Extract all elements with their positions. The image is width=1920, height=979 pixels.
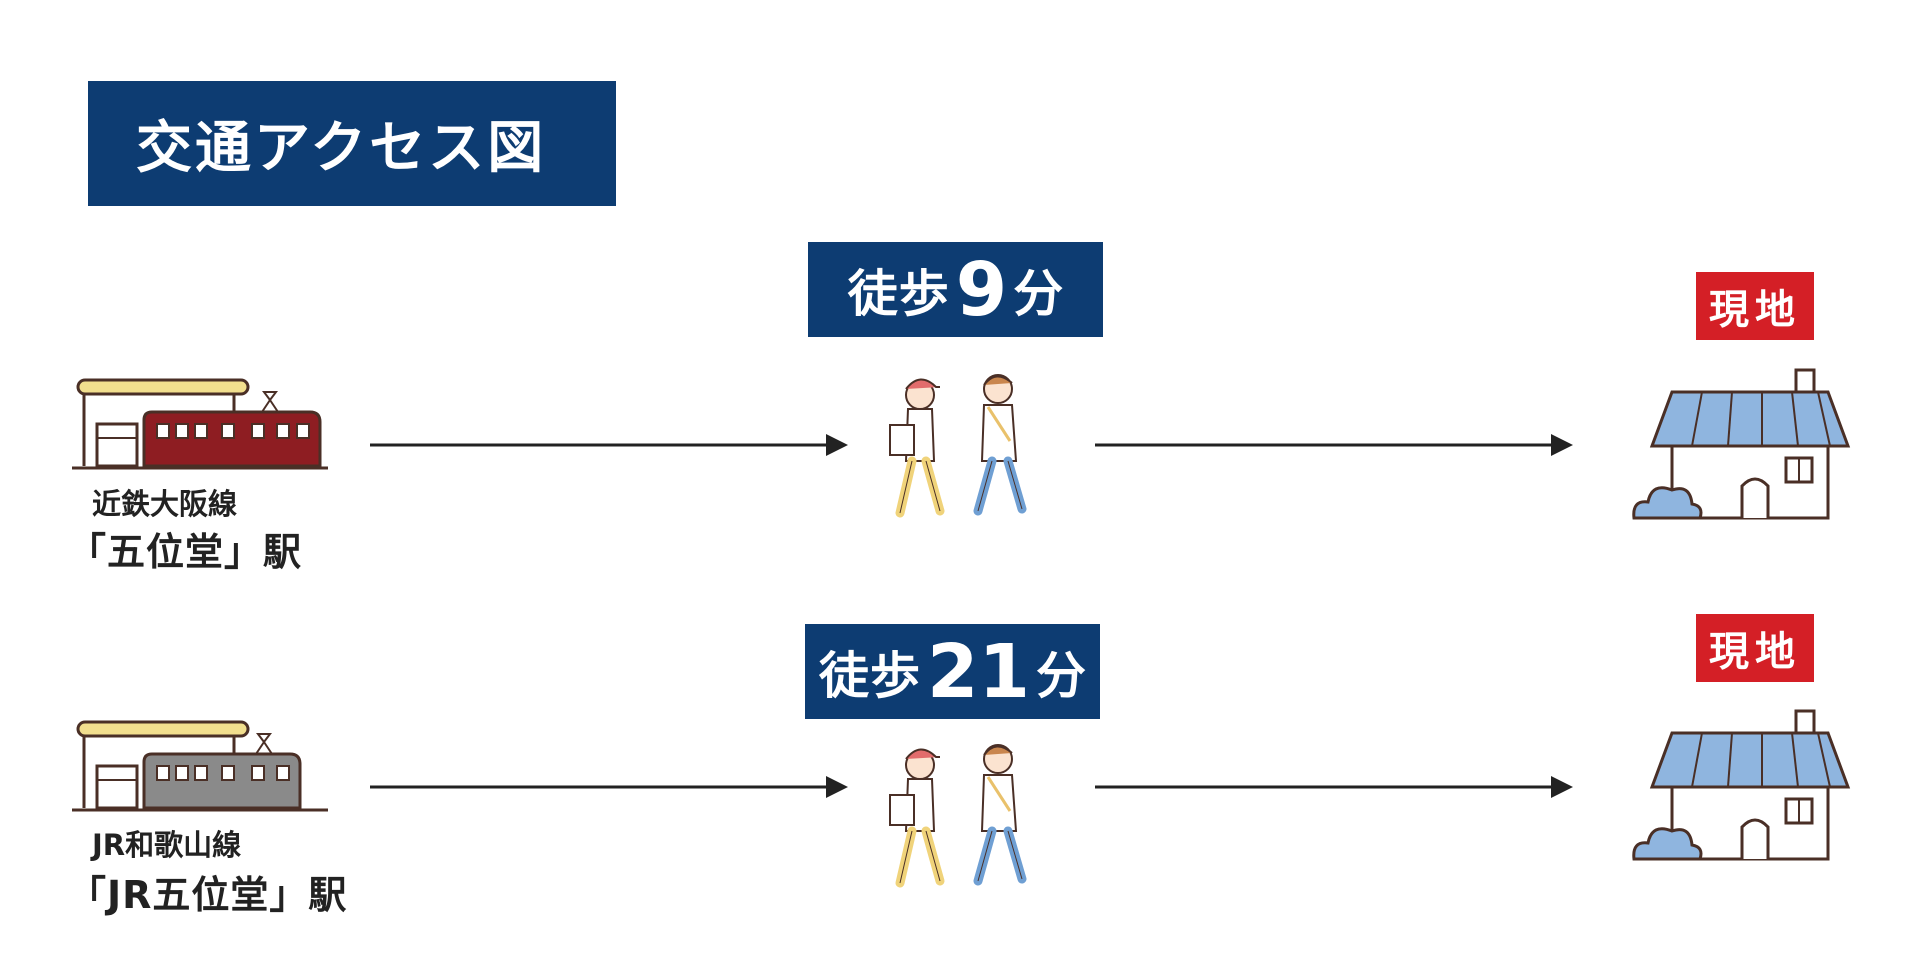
walk-prefix: 徒歩 <box>847 264 950 323</box>
station-train-icon <box>72 720 328 812</box>
arrow-right-icon <box>1095 434 1573 456</box>
arrow-right-icon <box>370 776 848 798</box>
walk-time-badge: 徒歩 9 分 <box>808 242 1103 337</box>
destination-label: 現地 <box>1709 629 1801 675</box>
destination-label: 現地 <box>1709 287 1801 333</box>
walk-unit: 分 <box>1013 264 1064 323</box>
destination-badge: 現地 <box>1696 272 1814 340</box>
line-name: 近鉄大阪線 <box>92 487 238 521</box>
page-title: 交通アクセス図 <box>88 81 616 206</box>
station-train-icon <box>72 378 328 470</box>
walking-people-icon <box>889 374 1027 518</box>
house-icon <box>1632 709 1851 861</box>
walk-unit: 分 <box>1035 646 1086 705</box>
walk-prefix: 徒歩 <box>819 646 921 705</box>
station-name: 「五位堂」駅 <box>68 530 303 574</box>
page-title-text: 交通アクセス図 <box>136 116 547 181</box>
walk-time-badge: 徒歩 21 分 <box>805 624 1100 719</box>
line-name: JR和歌山線 <box>92 828 242 862</box>
arrow-right-icon <box>370 434 848 456</box>
walk-minutes: 21 <box>927 628 1030 715</box>
destination-badge: 現地 <box>1696 614 1814 682</box>
station-name: 「JR五位堂」駅 <box>68 873 348 917</box>
walking-people-icon <box>889 744 1027 888</box>
walk-minutes: 9 <box>955 246 1008 333</box>
house-icon <box>1632 368 1851 520</box>
arrow-right-icon <box>1095 776 1573 798</box>
